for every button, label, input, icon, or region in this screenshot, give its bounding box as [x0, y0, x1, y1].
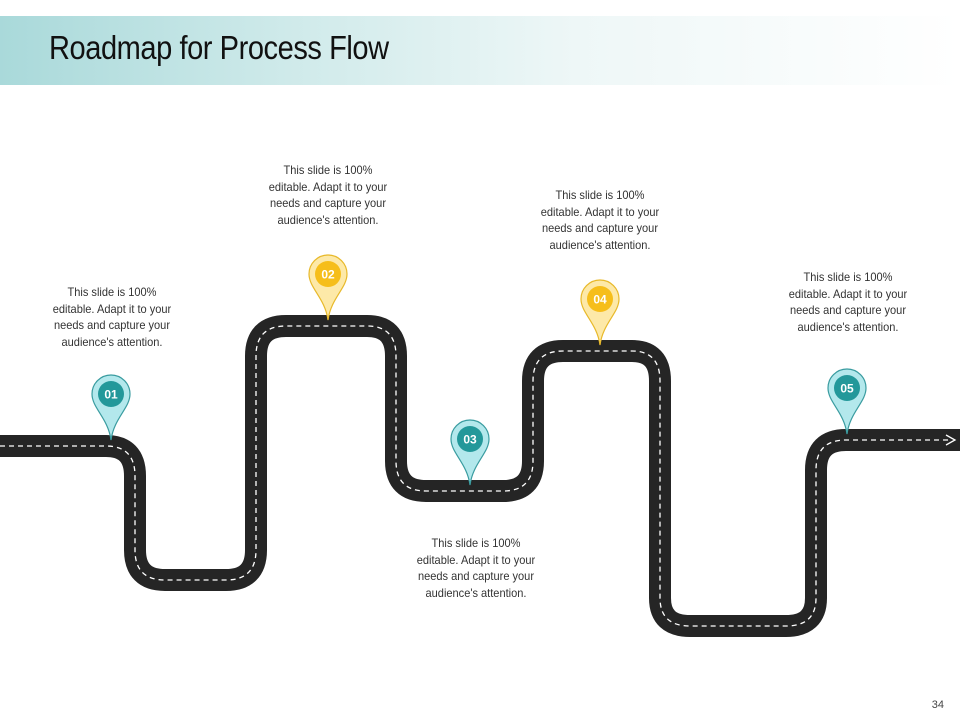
milestone-description-02: This slide is 100% editable. Adapt it to …	[250, 162, 406, 228]
description-line: needs and capture your	[789, 303, 907, 317]
description-line: needs and capture your	[417, 569, 535, 583]
milestone-description-03: This slide is 100% editable. Adapt it to …	[398, 535, 554, 601]
milestone-number: 02	[321, 268, 335, 282]
description-line: This slide is 100%	[555, 188, 645, 202]
milestone-pin-04: 04	[580, 279, 620, 346]
milestone-description-01: This slide is 100% editable. Adapt it to …	[34, 284, 190, 350]
milestone-number: 03	[463, 433, 477, 447]
description-line: audience's attention.	[549, 237, 651, 252]
description-line: audience's attention.	[797, 319, 899, 334]
milestone-number: 05	[840, 382, 854, 396]
lane-divider	[0, 325, 952, 627]
description-line: This slide is 100%	[431, 536, 521, 550]
description-line: editable. Adapt it to your	[268, 179, 388, 194]
milestone-description-04: This slide is 100% editable. Adapt it to …	[522, 187, 678, 253]
description-line: needs and capture your	[53, 318, 171, 332]
milestone-number: 04	[593, 293, 607, 307]
description-line: editable. Adapt it to your	[540, 204, 660, 219]
description-line: This slide is 100%	[803, 270, 893, 284]
milestone-pin-02: 02	[308, 254, 348, 321]
milestone-pin-01: 01	[91, 374, 131, 441]
description-line: editable. Adapt it to your	[788, 286, 908, 301]
milestone-description-05: This slide is 100% editable. Adapt it to …	[770, 269, 926, 335]
description-line: editable. Adapt it to your	[416, 552, 536, 567]
pin-core	[587, 286, 613, 312]
milestone-pin-05: 05	[827, 368, 867, 435]
description-line: editable. Adapt it to your	[52, 301, 172, 316]
title-banner	[0, 16, 960, 85]
description-line: audience's attention.	[61, 334, 163, 349]
milestone-pin-03: 03	[450, 419, 490, 486]
pin-core	[98, 381, 124, 407]
road-end-arrow-icon	[945, 434, 957, 446]
slide-title: Roadmap for Process Flow	[49, 29, 389, 66]
pin-core	[834, 375, 860, 401]
description-line: audience's attention.	[425, 585, 527, 600]
description-line: needs and capture your	[269, 196, 387, 210]
pin-core	[457, 426, 483, 452]
milestone-number: 01	[104, 388, 118, 402]
description-line: needs and capture your	[541, 221, 659, 235]
page-number: 34	[931, 699, 944, 711]
description-line: This slide is 100%	[67, 285, 157, 299]
description-line: This slide is 100%	[283, 163, 373, 177]
description-line: audience's attention.	[277, 212, 379, 227]
pin-core	[315, 261, 341, 287]
